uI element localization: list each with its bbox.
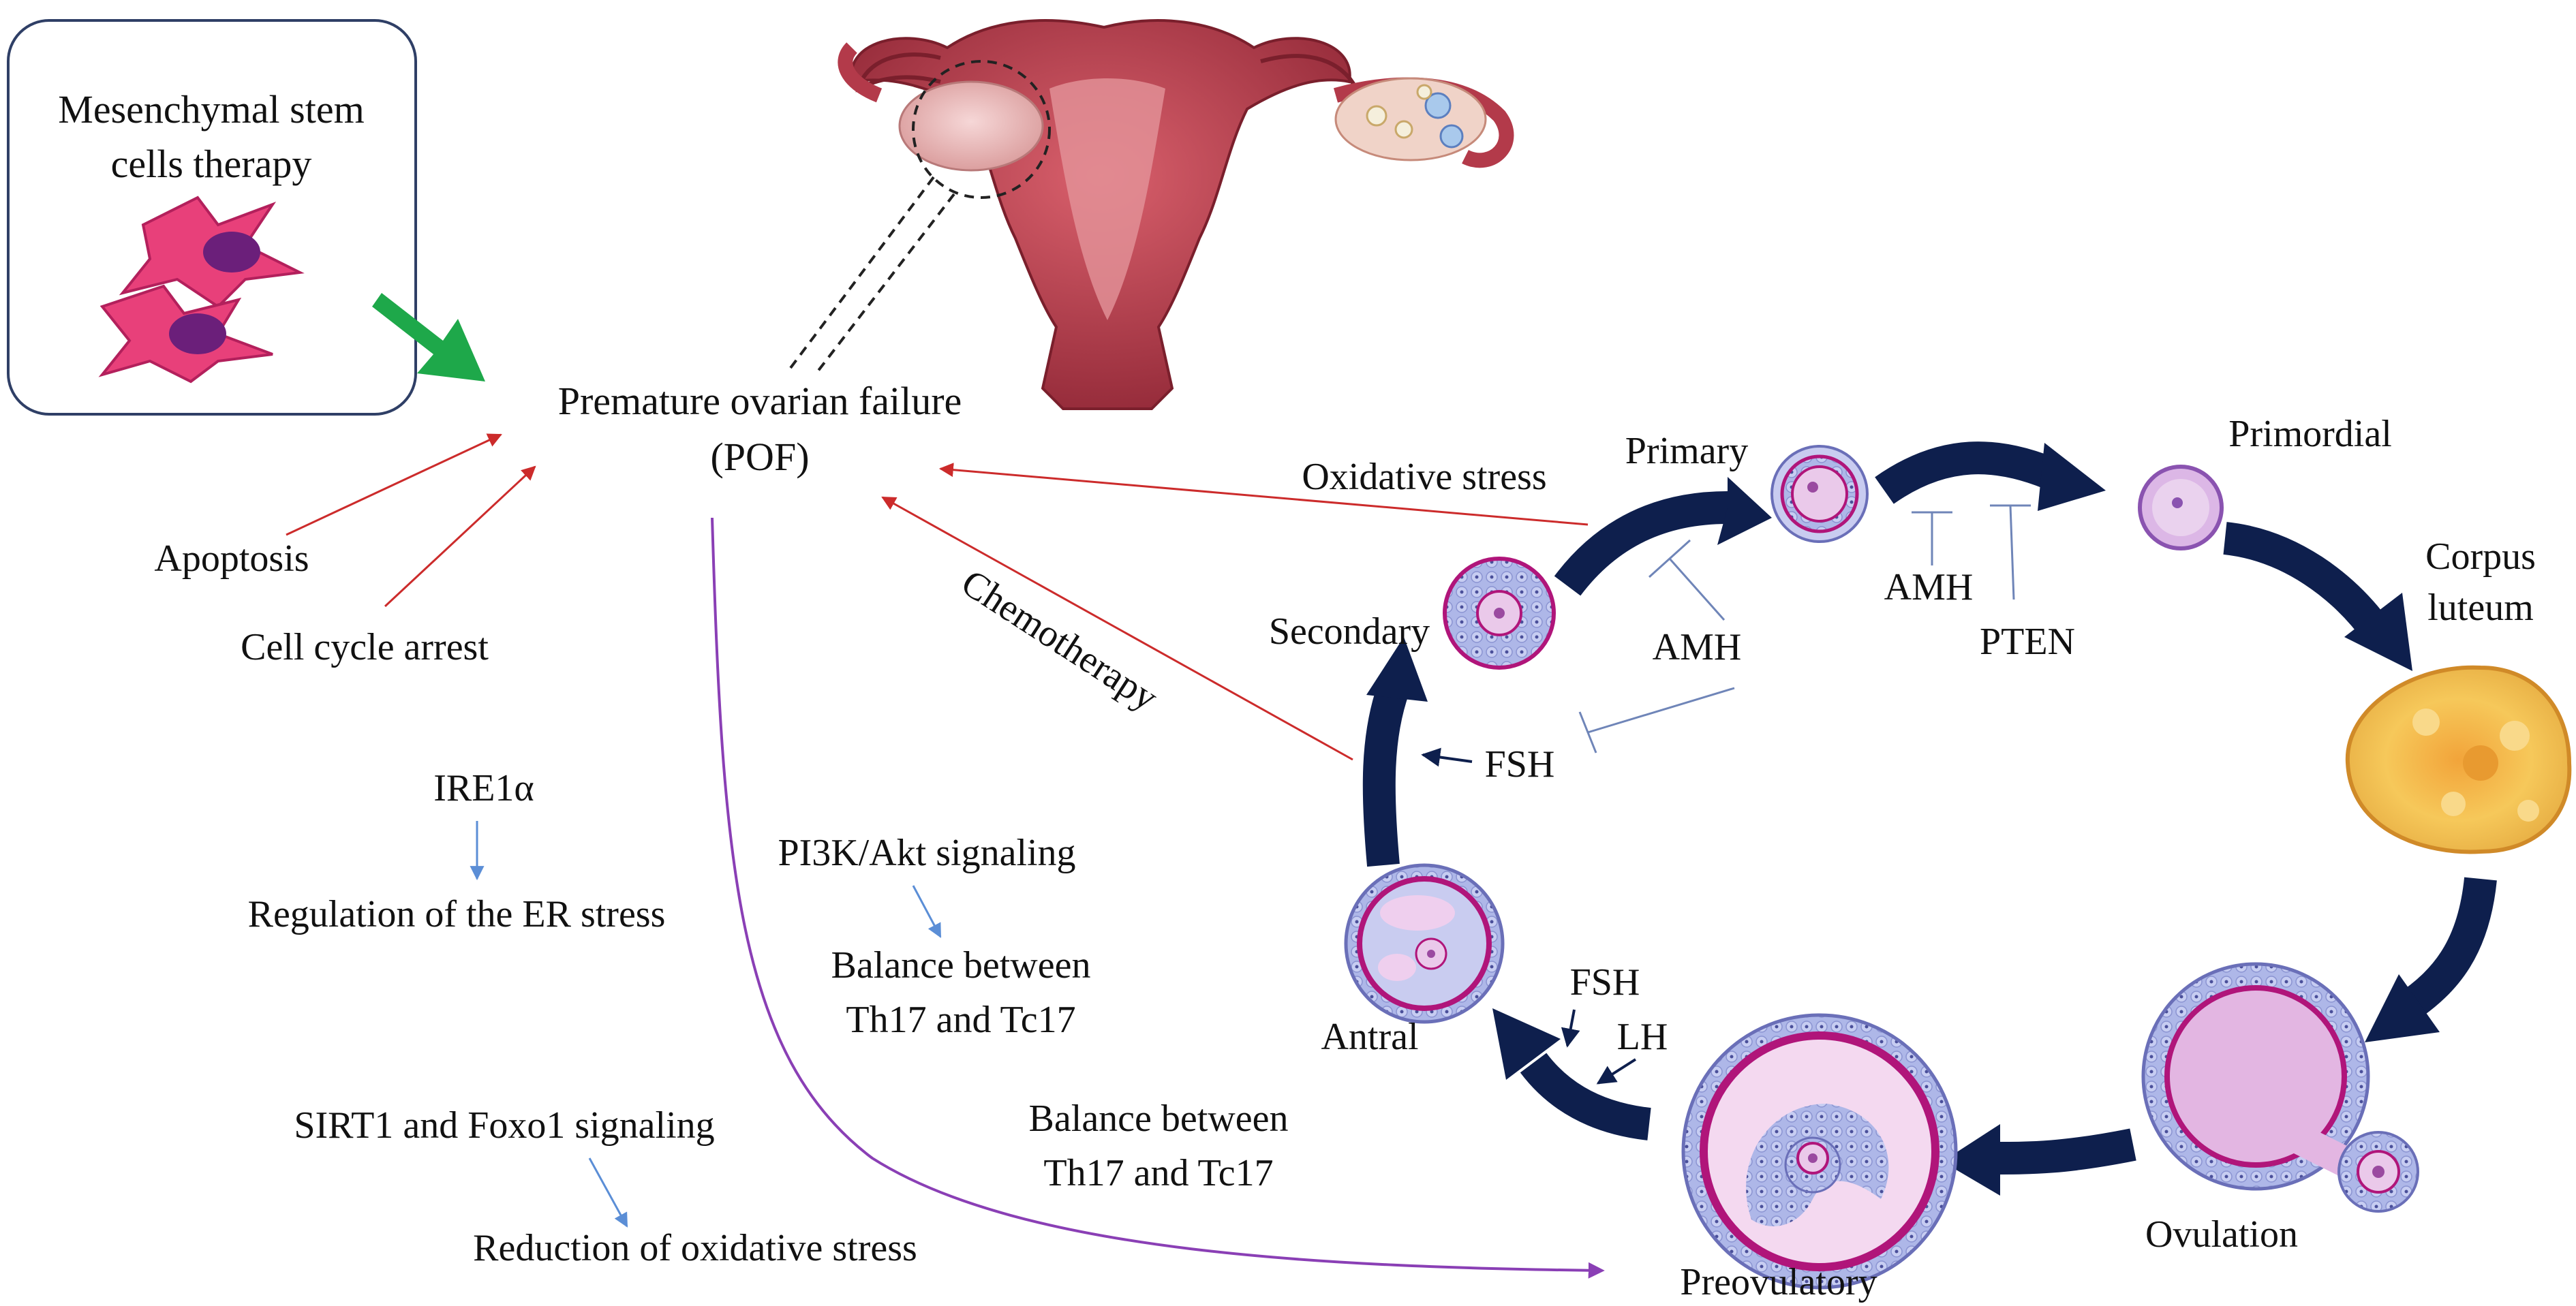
ovary-right	[1334, 77, 1487, 161]
pof-title-line2: (POF)	[710, 435, 809, 479]
stage-corpus-line1: Corpus	[2425, 535, 2536, 578]
cycle-arrow-ovulation-to-preovulatory	[1993, 1128, 2136, 1175]
msc-title-line2: cells therapy	[111, 142, 312, 186]
cycle-arrow-primordial-to-corpus	[2223, 522, 2392, 644]
reg-fsh-bottom: FSH	[1570, 961, 1640, 1004]
stage-primordial-label: Primordial	[2228, 413, 2392, 455]
mech-ire1a: IRE1α	[433, 767, 534, 809]
inhibit-amh-center	[1648, 539, 1726, 621]
cycle-arrow-primary-to-primordial	[1875, 441, 2065, 504]
arrow-pi3k	[912, 885, 942, 938]
mech-balance2-line2: Th17 and Tc17	[1043, 1152, 1273, 1194]
cause-chemotherapy: Chemotherapy	[954, 561, 1165, 719]
cause-apoptosis: Apoptosis	[154, 538, 309, 580]
arrow-oxidative-to-pof	[938, 463, 1589, 526]
pof-title-line1: Premature ovarian failure	[558, 379, 962, 423]
cycle-arrow-preovulatory-to-antral	[1520, 1053, 1651, 1140]
stage-secondary-label: Secondary	[1269, 610, 1430, 653]
stage-preovulatory-label: Preovulatory	[1680, 1261, 1877, 1303]
mech-reduction: Reduction of oxidative stress	[473, 1227, 917, 1269]
mech-er-stress: Regulation of the ER stress	[248, 893, 666, 935]
follicle-preovulatory	[1681, 1013, 1958, 1290]
reg-amh-top: AMH	[1884, 566, 1974, 608]
cycle-arrow-antral-to-secondary	[1362, 682, 1409, 867]
reg-fsh-left: FSH	[1485, 743, 1555, 786]
reg-pten: PTEN	[1980, 621, 2075, 663]
stage-primary-label: Primary	[1625, 430, 1748, 472]
stage-corpus-line2: luteum	[2427, 587, 2534, 629]
mech-sirt1: SIRT1 and Foxo1 signaling	[294, 1104, 714, 1147]
arrow-fsh-bottom	[1561, 1009, 1580, 1048]
inhibit-amh-top	[1912, 511, 1952, 565]
cause-oxidative-stress: Oxidative stress	[1302, 456, 1546, 498]
stage-ovulation-label: Ovulation	[2145, 1213, 2298, 1256]
magnify-circle	[912, 60, 1051, 199]
arrow-lh	[1596, 1058, 1637, 1085]
green-therapy-arrow	[372, 293, 485, 382]
follicle-ovulation	[2141, 962, 2419, 1213]
msc-therapy-box: Mesenchymal stem cells therapy	[7, 19, 417, 416]
mech-balance1-line1: Balance between	[831, 944, 1091, 986]
msc-title-line1: Mesenchymal stem	[58, 87, 364, 131]
arrow-fsh-left	[1421, 747, 1473, 767]
cycle-arrow-corpus-to-ovulation	[2396, 877, 2497, 1022]
stem-cell-icon	[98, 196, 305, 384]
magnify-leader-1	[789, 176, 935, 369]
ovary-left	[898, 80, 1044, 172]
reg-amh-center: AMH	[1653, 626, 1742, 668]
arrow-apoptosis-to-pof	[286, 433, 502, 536]
inhibit-amh-fsh	[1578, 687, 1735, 753]
magnify-leader-2	[816, 193, 955, 373]
inhibit-pten	[1990, 504, 2031, 600]
cause-cell-cycle-arrest: Cell cycle arrest	[241, 626, 489, 668]
arrow-chemo-to-pof	[881, 496, 1353, 761]
purple-pof-to-preovulatory-arrow	[711, 517, 1605, 1279]
follicle-antral	[1344, 863, 1505, 1024]
stage-antral-label: Antral	[1321, 1016, 1418, 1058]
corpus-luteum	[2345, 665, 2572, 854]
cycle-arrow-secondary-to-primary	[1554, 491, 1728, 596]
follicle-primordial	[2138, 465, 2224, 550]
mech-balance2-line1: Balance between	[1029, 1098, 1289, 1140]
arrow-sirt1	[588, 1157, 628, 1228]
arrow-cellcycle-to-pof	[384, 465, 536, 608]
mech-balance1-line2: Th17 and Tc17	[846, 999, 1075, 1041]
mech-pi3k: PI3K/Akt signaling	[778, 832, 1075, 874]
follicle-secondary	[1443, 557, 1556, 670]
reg-lh: LH	[1617, 1016, 1668, 1058]
cycle-arrows	[1362, 441, 2497, 1196]
uterus-illustration	[789, 19, 1514, 410]
follicle-primary	[1770, 445, 1869, 543]
